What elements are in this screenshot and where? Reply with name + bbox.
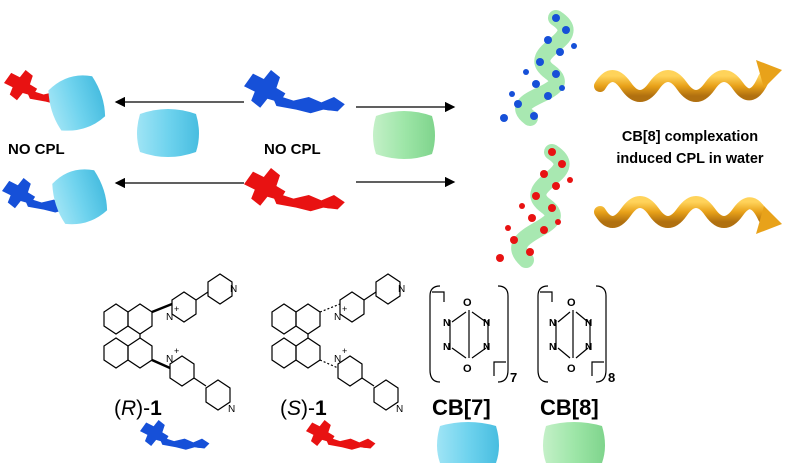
r1-label: (R)-1 <box>114 397 162 420</box>
s-guest-center-icon <box>244 168 345 212</box>
no-cpl-label-left: NO CPL <box>8 141 65 158</box>
cb8-legend-icon <box>543 422 605 463</box>
helix-ribbon-bottom-icon <box>594 196 782 234</box>
cb7-o-top: O <box>463 297 472 309</box>
cb7-reagent-icon <box>137 109 199 157</box>
r1-n-pyridine-top: N <box>230 284 237 295</box>
cb8-label: CB[8] <box>540 395 599 420</box>
cb8-structure <box>537 285 607 383</box>
cb7-barrel-icon <box>48 75 106 131</box>
s1-structure <box>271 273 401 411</box>
no-cpl-label-center: NO CPL <box>264 141 321 158</box>
r1-plus-top: + <box>174 304 179 314</box>
cb8-n-2: N <box>585 318 592 329</box>
r1-n-plus-bottom: N <box>166 354 173 365</box>
r1-plus-bottom: + <box>174 346 179 356</box>
cb8-o-bottom: O <box>567 363 576 375</box>
helix-ribbon-top-icon <box>594 60 782 102</box>
r1-n-pyridine-bottom: N <box>228 404 235 415</box>
cb7-subscript: 7 <box>510 370 517 385</box>
supramolecular-polymer-blue <box>500 10 577 126</box>
cb8-n-4: N <box>585 342 592 353</box>
cb7-n-2: N <box>483 318 490 329</box>
cb7-structure <box>429 285 509 383</box>
cb7-o-bottom: O <box>463 363 472 375</box>
s-guest-legend-icon <box>306 420 376 450</box>
cb8-o-top: O <box>567 297 576 309</box>
cb8-n-3: N <box>549 342 556 353</box>
cb7-n-3: N <box>443 342 450 353</box>
s1-n-plus-bottom: N <box>334 354 341 365</box>
cb7-legend-icon <box>437 422 499 463</box>
r1-structure <box>103 273 233 411</box>
complex-red-cb7 <box>4 70 106 131</box>
r-guest-center-icon <box>244 70 345 114</box>
s1-plus-top: + <box>342 304 347 314</box>
s1-n-pyridine-bottom: N <box>396 404 403 415</box>
cb8-subscript: 8 <box>608 370 615 385</box>
r-guest-legend-icon <box>140 420 210 450</box>
complex-blue-cb7 <box>2 169 108 225</box>
s1-n-plus-top: N <box>334 312 341 323</box>
s1-plus-bottom: + <box>342 346 347 356</box>
s1-label: (S)-1 <box>280 397 327 420</box>
cb7-label: CB[7] <box>432 395 491 420</box>
cb7-barrel-icon <box>52 169 108 225</box>
s1-n-pyridine-top: N <box>398 284 405 295</box>
r1-n-plus-top: N <box>166 312 173 323</box>
supramolecular-polymer-red <box>496 144 573 268</box>
cb8-reagent-icon <box>373 111 435 159</box>
cb7-n-4: N <box>483 342 490 353</box>
cb8-n-1: N <box>549 318 556 329</box>
cb7-n-1: N <box>443 318 450 329</box>
caption-line-1: CB[8] complexation <box>622 129 758 145</box>
caption-line-2: induced CPL in water <box>616 151 764 167</box>
